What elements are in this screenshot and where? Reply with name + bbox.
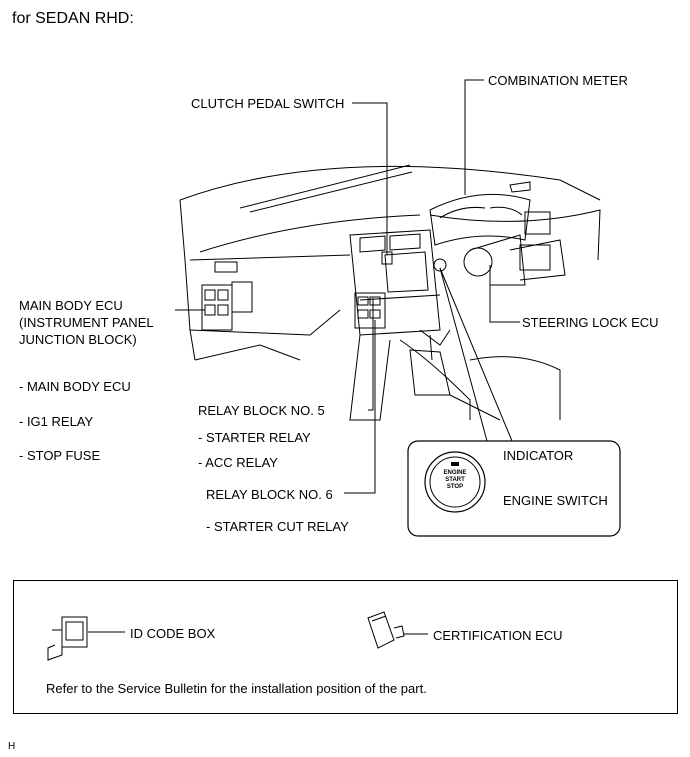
engine-switch-label: ENGINE SWITCH — [503, 493, 608, 508]
relay-block-6-label: RELAY BLOCK NO. 6 — [206, 487, 333, 502]
certification-ecu-label: CERTIFICATION ECU — [433, 628, 563, 643]
component-main-body-ecu: - MAIN BODY ECU — [19, 379, 131, 394]
relay-block-5-label: RELAY BLOCK NO. 5 — [198, 403, 325, 418]
combination-meter-label: COMBINATION METER — [488, 73, 628, 88]
component-ig1-relay: - IG1 RELAY — [19, 414, 94, 429]
steering-lock-ecu-label: STEERING LOCK ECU — [522, 315, 659, 330]
legend-box — [13, 580, 678, 714]
clutch-pedal-switch-label: CLUTCH PEDAL SWITCH — [191, 96, 345, 111]
page-title: for SEDAN RHD: — [12, 10, 134, 27]
id-code-box-label: ID CODE BOX — [130, 626, 216, 641]
component-acc-relay: - ACC RELAY — [198, 455, 278, 470]
button-text-engine: ENGINE — [443, 470, 467, 476]
button-text-start: START — [445, 477, 465, 483]
main-body-ecu-label: MAIN BODY ECU — [19, 298, 123, 313]
component-stop-fuse: - STOP FUSE — [19, 448, 101, 463]
button-text-stop: STOP — [446, 484, 464, 490]
main-body-ecu-label-line2: (INSTRUMENT PANEL — [19, 315, 154, 330]
main-body-ecu-label-line3: JUNCTION BLOCK) — [19, 332, 137, 347]
engine-start-stop-button-text: ENGINE START STOP — [435, 470, 475, 491]
component-starter-cut-relay: - STARTER CUT RELAY — [206, 519, 349, 534]
component-starter-relay: - STARTER RELAY — [198, 430, 311, 445]
indicator-label: INDICATOR — [503, 448, 574, 463]
legend-note: Refer to the Service Bulletin for the in… — [46, 681, 427, 696]
footer-code: H — [8, 741, 16, 752]
